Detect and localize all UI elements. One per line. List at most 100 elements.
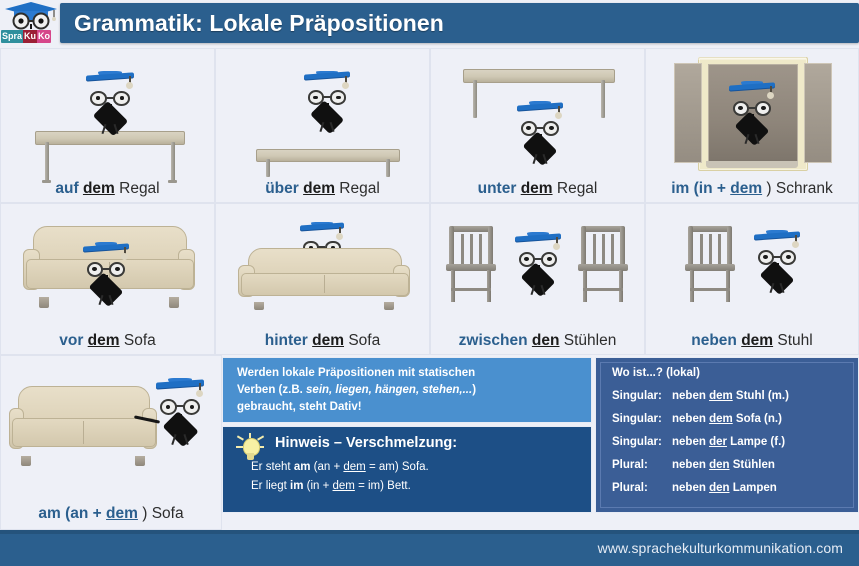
mascot xyxy=(515,232,561,297)
hinweis-example-2: Er liegt im (in + dem = im) Bett. xyxy=(251,480,411,492)
glasses-icon xyxy=(12,12,50,30)
article: dem xyxy=(741,332,774,349)
caption: hinter dem Sofa xyxy=(216,332,429,350)
panel-title: Wo ist...? (lokal) xyxy=(612,367,700,379)
article: den xyxy=(531,332,560,349)
hinweis-2-u: dem xyxy=(332,480,355,492)
hinweis-1-bold: am xyxy=(293,461,311,473)
row-article: dem xyxy=(709,390,733,402)
cell-zwischen-den-stuehlen: zwischen den Stühlen xyxy=(430,203,645,355)
hinweis-box: Hinweis – Verschmelzung: Er steht am (an… xyxy=(222,426,592,513)
mascot xyxy=(304,71,350,135)
logo-word-ko: Ko xyxy=(37,30,52,43)
mascot-cap-icon xyxy=(729,81,775,102)
illustration-sofa-at xyxy=(1,356,221,501)
cabinet-door-right xyxy=(804,63,832,163)
mascot xyxy=(729,81,775,146)
mascot xyxy=(86,71,134,137)
illustration-table-over xyxy=(216,49,429,177)
caption: unter dem Regal xyxy=(431,180,644,198)
row-article: dem xyxy=(709,413,733,425)
mascot-glasses-icon xyxy=(86,261,126,277)
noun: Stuhl xyxy=(777,332,813,349)
hinweis-example-1: Er steht am (an + dem = am) Sofa. xyxy=(251,461,429,473)
caption: am (an + dem ) Sofa xyxy=(1,505,221,523)
mascot-cap-icon xyxy=(83,242,129,263)
article: dem xyxy=(730,180,763,197)
row-post: Stuhl (m.) xyxy=(732,390,789,402)
panel-row: Singular: neben dem Sofa (n.) xyxy=(612,413,852,425)
cell-vor-dem-sofa: vor dem Sofa xyxy=(0,203,215,355)
mascot-cap-icon xyxy=(300,222,344,242)
row-pre: neben xyxy=(672,459,710,471)
caption: im (in + dem ) Schrank xyxy=(646,180,858,198)
mascot xyxy=(754,230,800,295)
caption: auf dem Regal xyxy=(1,180,214,198)
chair-left xyxy=(446,226,496,302)
hinweis-title: Hinweis – Verschmelzung: xyxy=(275,435,458,451)
noun: Regal xyxy=(339,180,380,197)
rule-line-1: Werden lokale Präpositionen mit statisch… xyxy=(237,367,476,379)
row-pre: neben xyxy=(672,436,710,448)
cell-ueber-dem-regal: über dem Regal xyxy=(215,48,430,203)
mascot-glasses-icon xyxy=(307,90,347,105)
mascot-cap-icon xyxy=(515,232,561,253)
header: Grammatik: Lokale Präpositionen Spra Ku xyxy=(0,0,859,48)
panel-row: Plural:neben den Lampen xyxy=(612,482,852,494)
illustration-sofa-front xyxy=(1,204,214,326)
illustration-shelf-under xyxy=(431,49,644,174)
mascot-cap-icon xyxy=(517,101,563,122)
cell-hinter-dem-sofa: hinter dem Sofa xyxy=(215,203,430,355)
header-bar: Grammatik: Lokale Präpositionen xyxy=(60,3,859,43)
mascot-cap-icon xyxy=(304,71,350,91)
row-article: den xyxy=(709,482,730,494)
illustration-cabinet-in xyxy=(646,49,858,174)
mascot xyxy=(133,378,204,447)
mascot-glasses-icon xyxy=(520,120,560,136)
mascot-glasses-icon xyxy=(757,249,797,265)
noun: ) Schrank xyxy=(766,180,833,197)
illustration-chair-beside xyxy=(646,204,858,326)
caption: neben dem Stuhl xyxy=(646,332,858,350)
cell-unter-dem-regal: unter dem Regal xyxy=(430,48,645,203)
rule-line-2-post: ) xyxy=(472,384,477,396)
mascot-cap-icon xyxy=(86,71,134,92)
rule-box-text: Werden lokale Präpositionen mit statisch… xyxy=(237,365,581,416)
panel-row: Singular:neben dem Stuhl (m.) xyxy=(612,390,852,402)
article: dem xyxy=(82,180,115,197)
preposition: hinter xyxy=(264,332,308,349)
row-label: Plural: xyxy=(612,459,648,471)
caption: über dem Regal xyxy=(216,180,429,198)
article: dem xyxy=(87,332,120,349)
preposition: auf xyxy=(55,180,79,197)
cell-auf-dem-regal: auf dem Regal xyxy=(0,48,215,203)
row-label: Singular: xyxy=(612,436,662,448)
preposition: über xyxy=(265,180,299,197)
lightbulb-icon xyxy=(235,433,265,467)
wo-ist-panel: Wo ist...? (lokal) Singular:neben dem St… xyxy=(595,357,859,513)
hinweis-2-a: Er liegt xyxy=(251,480,290,492)
noun: ) Sofa xyxy=(142,505,184,522)
rule-line-2: Verben (z.B. sein, liegen, hängen, stehe… xyxy=(237,382,581,399)
caption: vor dem Sofa xyxy=(1,332,214,350)
noun: Regal xyxy=(556,180,598,197)
mascot xyxy=(517,101,563,166)
noun: Sofa xyxy=(348,332,381,349)
row-post: Lampen xyxy=(729,482,777,494)
noun: Stühlen xyxy=(563,332,617,349)
preposition: zwischen xyxy=(458,332,528,349)
hinweis-1-a: Er steht xyxy=(251,461,294,473)
rule-box: Werden lokale Präpositionen mit statisch… xyxy=(222,357,592,423)
preposition: am (an + xyxy=(38,505,102,522)
logo-word-ku: Ku xyxy=(23,30,38,43)
hinweis-1-b: (an + xyxy=(310,461,344,473)
row-label: Singular: xyxy=(612,413,662,425)
row-post: Sofa (n.) xyxy=(732,413,782,425)
row-article: den xyxy=(709,459,730,471)
row-pre: neben xyxy=(672,413,710,425)
row-label: Plural: xyxy=(612,482,648,494)
preposition: unter xyxy=(477,180,517,197)
illustration-sofa-behind xyxy=(216,204,429,326)
preposition: neben xyxy=(691,332,737,349)
article: dem xyxy=(312,332,345,349)
